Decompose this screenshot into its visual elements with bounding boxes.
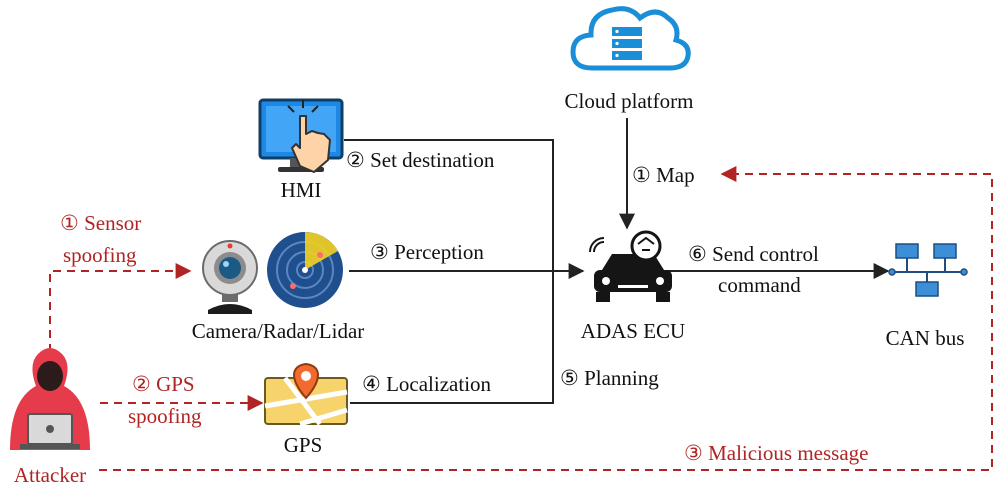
set-destination-flow-label: ② Set destination <box>346 148 495 172</box>
radar-icon <box>267 231 343 308</box>
adas-ecu-label: ADAS ECU <box>581 319 685 343</box>
sensor-spoofing-label-line2: spoofing <box>63 243 137 267</box>
gps-spoofing-label-line2: spoofing <box>128 404 202 428</box>
hooded-hacker-icon <box>10 348 90 450</box>
webcam-icon <box>202 240 258 314</box>
sensor-spoofing-line <box>49 263 192 352</box>
touch-monitor-icon <box>258 98 344 173</box>
sensors-label: Camera/Radar/Lidar <box>192 319 365 343</box>
attack-lines <box>49 166 993 471</box>
hmi-label: HMI <box>281 178 322 202</box>
attacker-label: Attacker <box>14 463 86 487</box>
perception-flow-label: ③ Perception <box>370 240 484 264</box>
can-bus-label: CAN bus <box>886 326 965 350</box>
malicious-message-label: ③ Malicious message <box>684 441 868 465</box>
cloud-server-icon <box>570 6 691 71</box>
send-control-flow-label: ⑥ Send control <box>688 242 819 266</box>
send-control-flow-label-line2: command <box>718 273 801 297</box>
sensor-spoofing-label: ① Sensor <box>60 211 141 235</box>
map-flow-label: ① Map <box>632 163 695 187</box>
gps-spoofing-label: ② GPS <box>132 372 195 396</box>
planning-flow-label: ⑤ Planning <box>560 366 659 390</box>
map-pin-icon <box>264 362 348 427</box>
gps-label: GPS <box>284 433 323 457</box>
network-icon <box>888 243 968 297</box>
cloud-platform-label: Cloud platform <box>565 89 694 113</box>
car-ai-icon <box>589 230 672 302</box>
malicious-message-line <box>99 166 993 471</box>
localization-flow-label: ④ Localization <box>362 372 492 396</box>
data-flow-lines <box>344 118 890 404</box>
